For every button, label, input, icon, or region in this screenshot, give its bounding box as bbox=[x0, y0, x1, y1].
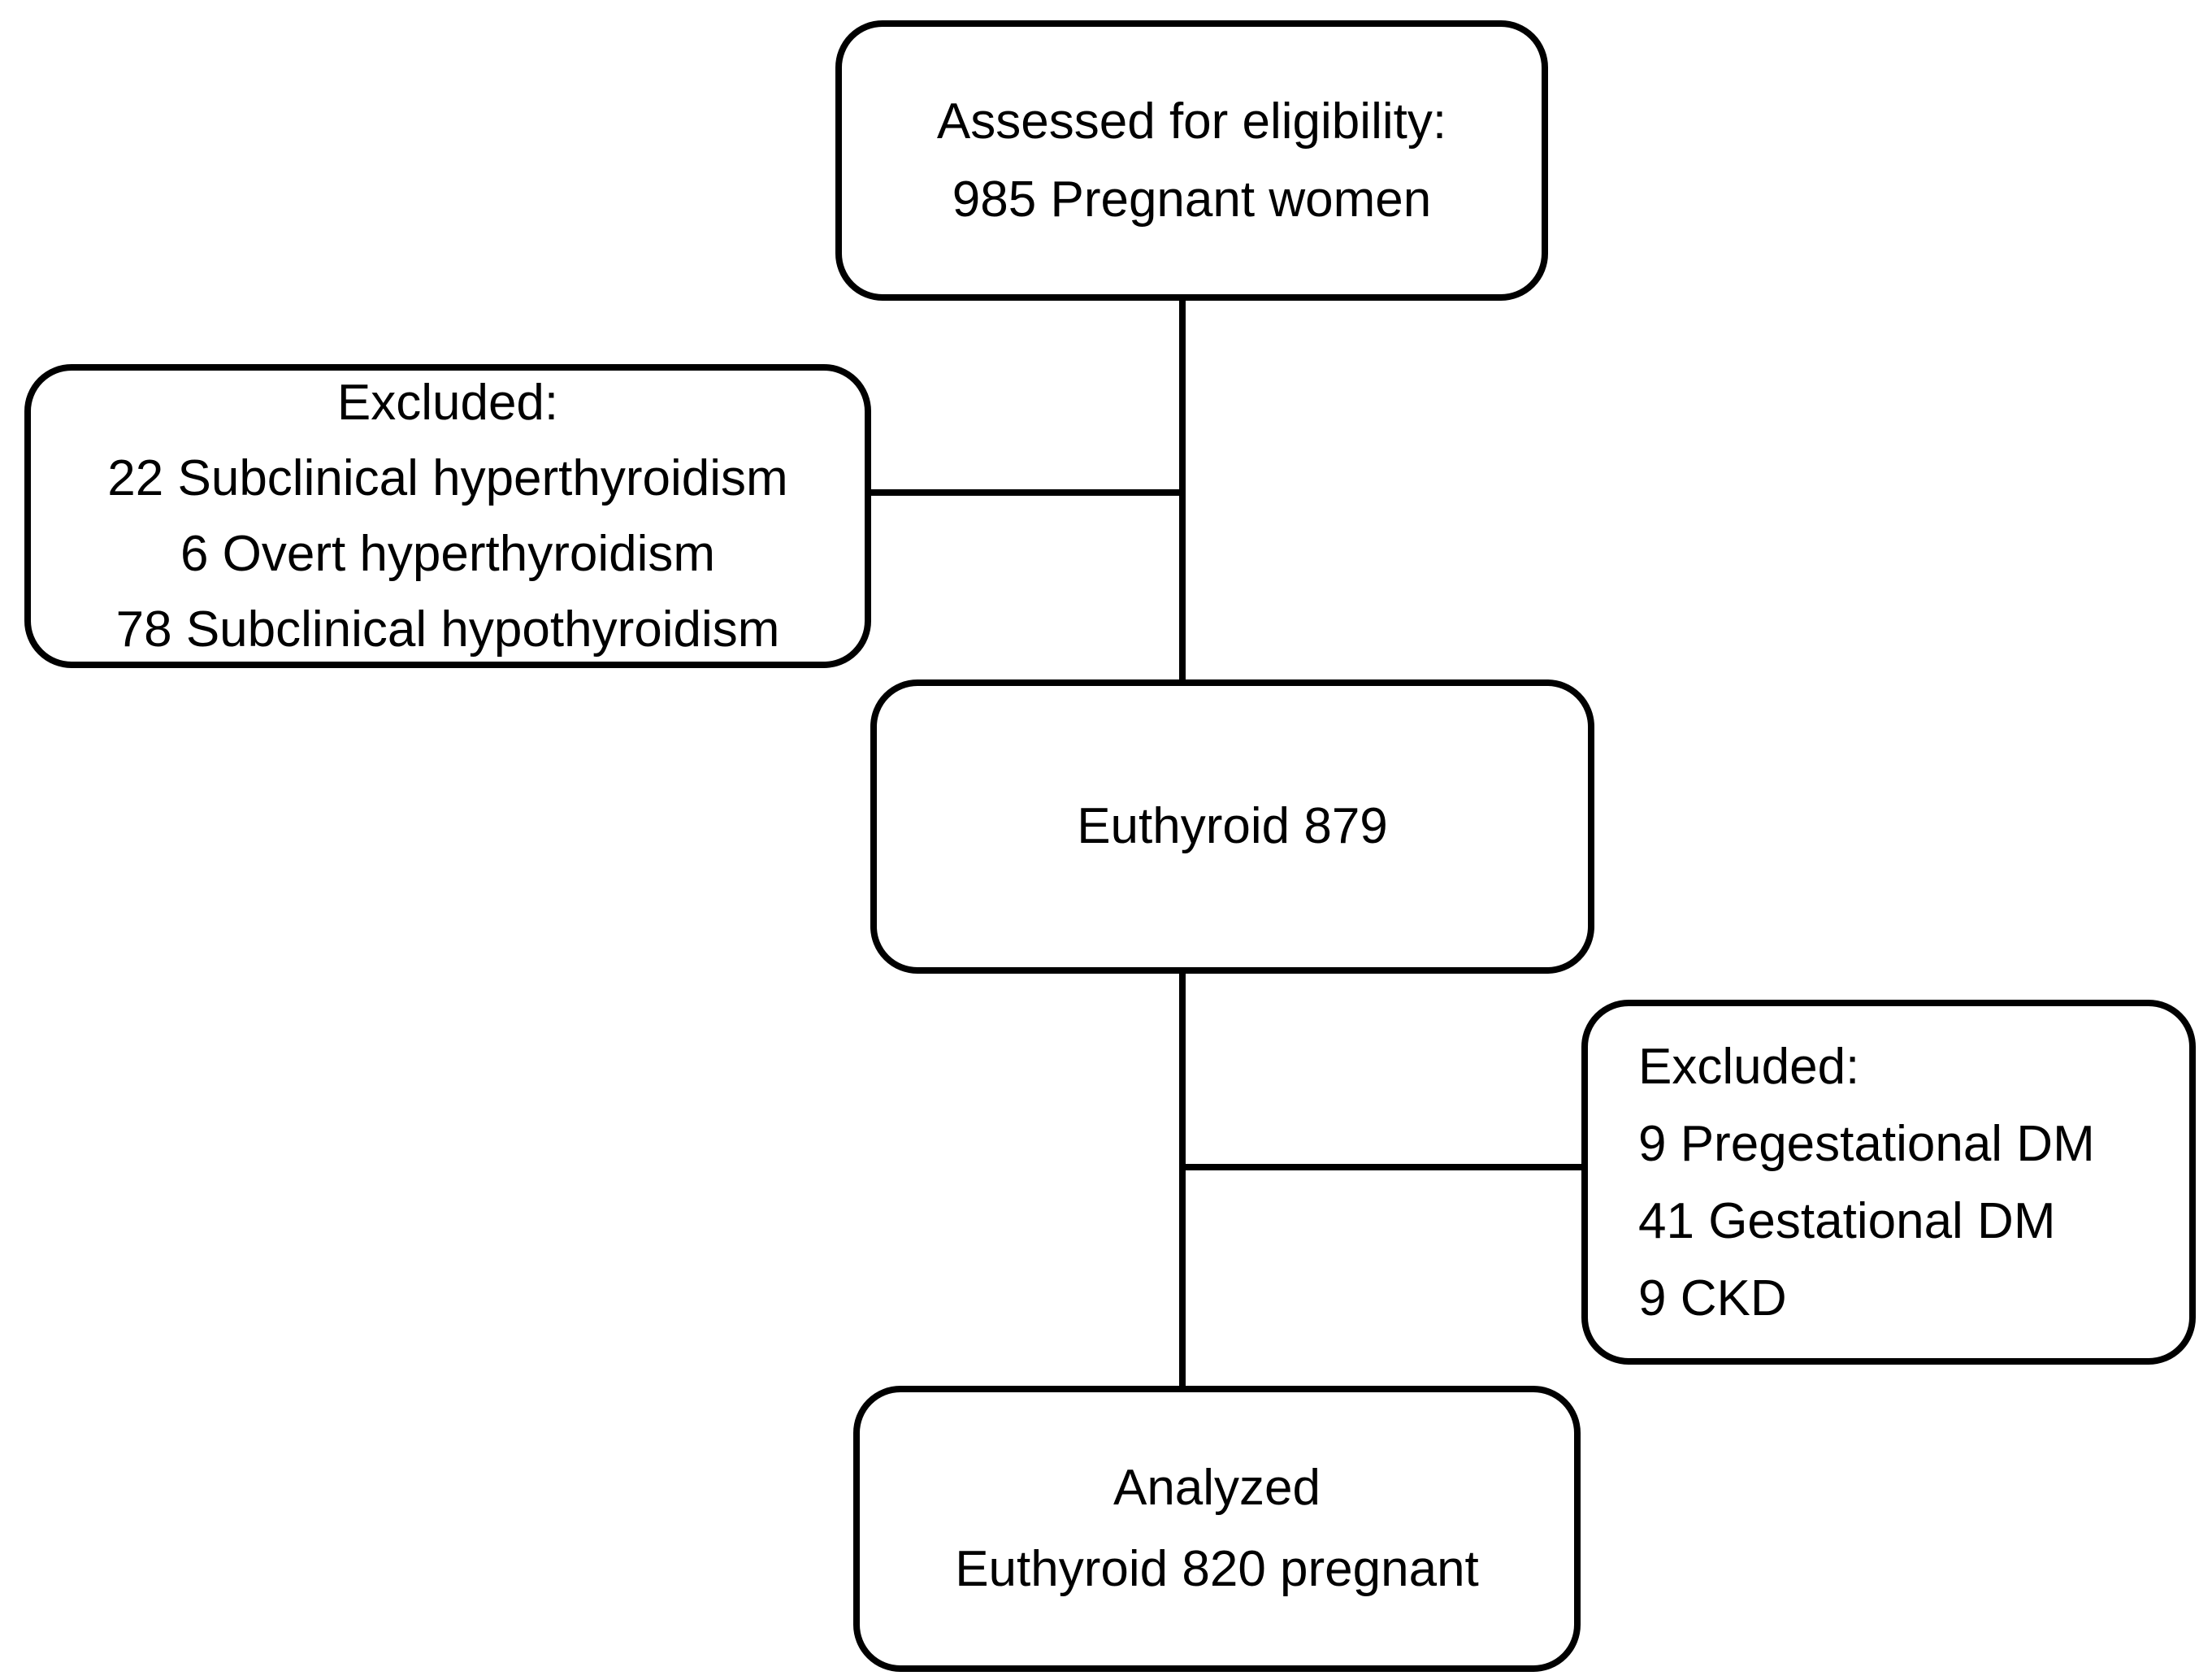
analyzed-line-1: Analyzed bbox=[1113, 1460, 1321, 1516]
excluded-thyroid-title: Excluded: bbox=[336, 375, 559, 431]
excluded-thyroid-item-2: 6 Overt hyperthyroidism bbox=[180, 526, 716, 582]
euthyroid-line-1: Euthyroid 879 bbox=[1077, 798, 1388, 854]
assessed-line-1: Assessed for eligibility: bbox=[936, 93, 1447, 150]
excluded-thyroid-box: Excluded: 22 Subclinical hyperthyroidism… bbox=[24, 364, 871, 668]
excluded-dm-item-2: 41 Gestational DM bbox=[1638, 1192, 2056, 1249]
excluded-thyroid-item-3: 78 Subclinical hypothyroidism bbox=[115, 601, 780, 658]
excluded-dm-box: Excluded: 9 Pregestational DM 41 Gestati… bbox=[1581, 1000, 2196, 1365]
connector-to-excluded-thyroid bbox=[866, 489, 1186, 496]
excluded-dm-item-3: 9 CKD bbox=[1638, 1270, 1787, 1326]
excluded-thyroid-item-1: 22 Subclinical hyperthyroidism bbox=[107, 450, 788, 506]
analyzed-box: Analyzed Euthyroid 820 pregnant bbox=[853, 1386, 1581, 1672]
excluded-dm-item-1: 9 Pregestational DM bbox=[1638, 1115, 2095, 1172]
analyzed-line-2: Euthyroid 820 pregnant bbox=[955, 1541, 1479, 1597]
excluded-dm-title: Excluded: bbox=[1638, 1038, 1860, 1095]
connector-to-excluded-dm bbox=[1179, 1164, 1585, 1170]
euthyroid-box: Euthyroid 879 bbox=[870, 679, 1594, 974]
assessed-for-eligibility-box: Assessed for eligibility: 985 Pregnant w… bbox=[835, 20, 1548, 301]
assessed-line-2: 985 Pregnant women bbox=[952, 171, 1432, 228]
connector-euthyroid-to-analyzed bbox=[1179, 972, 1186, 1392]
